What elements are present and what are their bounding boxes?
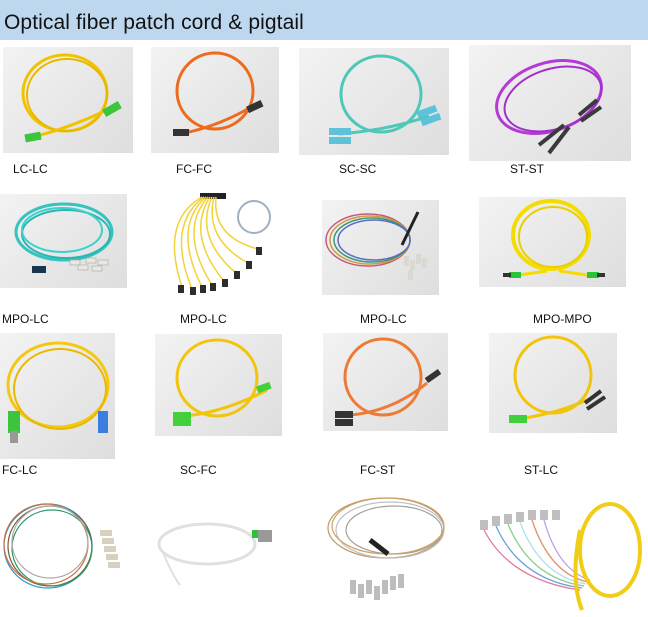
product-photo-mpo-lc-fanout [152,191,277,299]
product-photo-mpo-lc-breakout [0,194,127,288]
multicolor-fanout-pigtail-photo-icon [480,502,642,611]
colored-pigtail-bundle-photo-icon [3,503,120,589]
fanout-pigtail-bundle-photo-icon [327,497,445,600]
product-photo-fc-fc [151,47,279,153]
product-label: LC-LC [13,162,48,176]
product-photo-st-st [469,45,631,161]
product-label: MPO-LC [180,312,227,326]
product-photo-mpo-lc-pigtail [322,200,439,295]
product-photo-mpo-mpo [479,197,626,287]
section-header: Optical fiber patch cord & pigtail [0,0,648,40]
product-photo-colored-pigtail-bundle [0,480,130,617]
product-photo-st-lc [489,333,617,433]
duplex-patch-cord-photo-icon [21,53,122,143]
fanout-pigtail-photo-icon [325,211,427,280]
product-label: ST-ST [510,162,545,176]
product-label: MPO-MPO [533,312,592,326]
product-photo-single-pigtail [152,480,282,617]
single-pigtail-photo-icon [157,522,272,586]
product-photo-multicolor-fanout-pigtail [470,480,648,617]
product-label: SC-FC [180,463,217,477]
page-title: Optical fiber patch cord & pigtail [4,11,304,34]
fanout-cable-photo-icon [173,193,271,295]
duplex-patch-cord-photo-icon [6,341,110,443]
product-photo-fanout-pigtail-bundle [310,480,450,617]
breakout-cable-photo-icon [14,202,114,273]
product-label: SC-SC [339,162,377,176]
product-photo-fc-lc [0,333,115,459]
duplex-patch-cord-photo-icon [509,335,607,423]
product-photo-fc-st [323,333,448,431]
duplex-patch-cord-photo-icon [329,54,442,144]
duplex-patch-cord-photo-icon [495,59,603,155]
product-label: MPO-LC [360,312,407,326]
simplex-patch-cord-photo-icon [173,51,264,136]
product-label: FC-FC [176,162,212,176]
product-label: ST-LC [524,463,559,477]
product-photo-sc-sc [299,48,449,155]
product-photo-sc-fc [155,334,282,436]
duplex-patch-cord-photo-icon [173,338,272,426]
duplex-patch-cord-photo-icon [335,337,442,426]
product-label: MPO-LC [2,312,49,326]
product-photo-lc-lc [3,47,133,153]
trunk-cable-photo-icon [503,199,605,278]
product-label: FC-ST [360,463,396,477]
product-label: FC-LC [2,463,38,477]
